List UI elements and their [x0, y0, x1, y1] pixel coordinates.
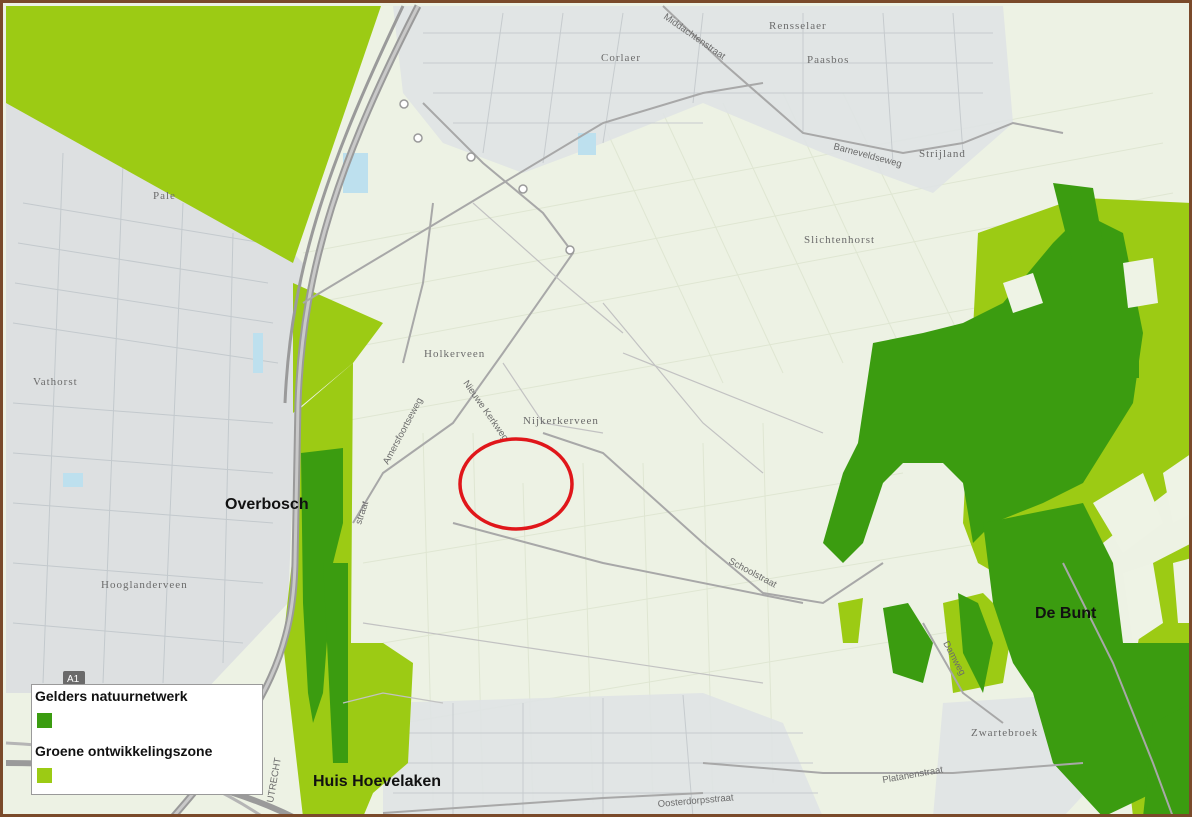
- label-straat: straat: [353, 500, 371, 526]
- map-legend: Gelders natuurnetwerk Groene ontwikkelin…: [31, 684, 263, 795]
- non-designated-patches: [1003, 258, 1189, 643]
- area-labels: Overbosch De Bunt Huis Hoevelaken: [225, 496, 1097, 790]
- legend-swatch-natuurnetwerk: [37, 713, 52, 728]
- label-slichtenhorst: Slichtenhorst: [804, 234, 875, 246]
- label-strijland: Strijland: [919, 148, 966, 160]
- highlight-circle: [458, 437, 574, 531]
- legend-label-natuurnetwerk: Gelders natuurnetwerk: [35, 688, 188, 704]
- map-canvas: Rensselaer Corlaer Paasbos Strijland Sli…: [5, 4, 1189, 814]
- label-overbosch: Overbosch: [225, 496, 309, 513]
- legend-label-ontwikkelingszone: Groene ontwikkelingszone: [35, 743, 213, 759]
- label-platanenstraat: Platanenstraat: [882, 764, 945, 786]
- label-de-bunt: De Bunt: [1035, 605, 1097, 622]
- label-utrecht: UTRECHT: [265, 757, 284, 804]
- label-vathorst: Vathorst: [33, 376, 78, 388]
- label-paasbos: Paasbos: [807, 54, 849, 66]
- label-nijkerkerveen: Nijkerkerveen: [523, 415, 599, 427]
- label-rensselaer: Rensselaer: [769, 20, 827, 32]
- a1-road-shield: A1: [63, 671, 85, 685]
- a1-label: A1: [67, 674, 80, 685]
- label-nieuwe-kerkweg: Nieuwe Kerkweg: [461, 378, 511, 443]
- label-holkerveen: Holkerveen: [424, 348, 485, 360]
- label-zwartebroek: Zwartebroek: [971, 727, 1038, 739]
- label-huis-hoevelaken: Huis Hoevelaken: [313, 773, 441, 790]
- urban-area-south: [383, 693, 822, 814]
- legend-swatch-ontwikkelingszone: [37, 768, 52, 783]
- secondary-roads: [342, 202, 824, 704]
- label-amersfoortseweg: Amersfoortseweg: [381, 396, 425, 466]
- place-labels: Rensselaer Corlaer Paasbos Strijland Sli…: [33, 20, 1038, 739]
- label-pale: Pale: [153, 190, 176, 202]
- gelders-natuurnetwerk-areas: [301, 183, 1189, 814]
- road-nodes: [399, 99, 575, 255]
- main-roads: [302, 5, 1173, 814]
- urban-area-north: [343, 6, 1013, 193]
- label-hooglanderveen: Hooglanderveen: [101, 579, 188, 591]
- label-corlaer: Corlaer: [601, 52, 641, 64]
